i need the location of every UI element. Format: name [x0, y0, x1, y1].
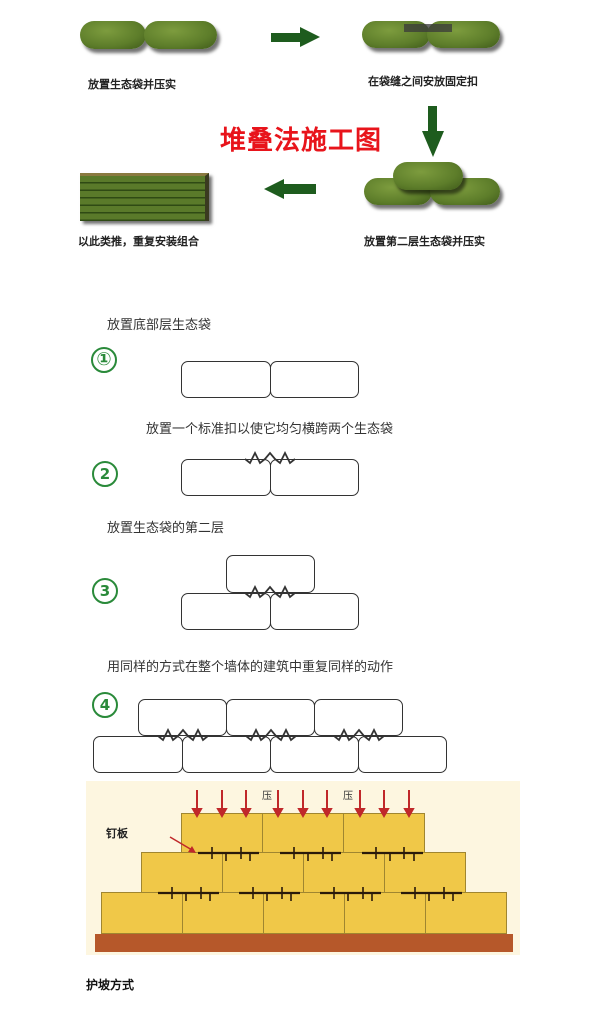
- slope-protection-diagram: 压 压 钉板: [86, 781, 520, 955]
- step4-text: 用同样的方式在整个墙体的建筑中重复同样的动作: [107, 660, 394, 675]
- fixing-buckle-icon: [404, 24, 452, 32]
- bag-block: [101, 892, 183, 934]
- step1-caption: 放置生态袋并压实: [88, 78, 176, 91]
- bag-block: [303, 852, 385, 893]
- step4-caption: 以此类推，重复安装组合: [78, 235, 199, 248]
- bag-outline: [270, 593, 359, 630]
- bag-block: [182, 892, 264, 934]
- bag-block: [425, 892, 507, 934]
- step2-text: 放置一个标准扣以使它均匀横跨两个生态袋: [146, 422, 394, 437]
- arrow-down-icon: [428, 106, 437, 132]
- arrow-left-icon: [283, 184, 316, 194]
- bag-block: [344, 892, 426, 934]
- bag-outline: [270, 361, 359, 398]
- buckle-icon: [245, 451, 295, 465]
- bag-block: [181, 813, 263, 853]
- nail-plate-label: 钉板: [106, 827, 128, 840]
- step1-text: 放置底部层生态袋: [107, 318, 212, 333]
- step-number-4: 4: [92, 692, 118, 718]
- step3-caption: 放置第二层生态袋并压实: [364, 235, 485, 248]
- arrow-right-icon: [271, 33, 301, 42]
- bag-outline: [358, 736, 447, 773]
- eco-bag-wall: [80, 173, 209, 221]
- buckle-icon: [158, 728, 208, 742]
- press-arrows-icon: [191, 790, 415, 819]
- bag-outline: [181, 593, 271, 630]
- bag-block: [343, 813, 425, 853]
- step-number-3: 3: [92, 578, 118, 604]
- bag-outline: [270, 736, 359, 773]
- bag-outline: [181, 361, 271, 398]
- footer-caption: 护坡方式: [86, 978, 135, 992]
- nail-plates-icon: [158, 847, 462, 901]
- figure-title: 堆叠法施工图: [220, 126, 383, 156]
- press-label: 压: [262, 791, 272, 802]
- step-number-2: 2: [92, 461, 118, 487]
- buckle-icon: [246, 728, 296, 742]
- bag-outline: [270, 459, 359, 496]
- eco-bag-top: [393, 162, 463, 190]
- ground-base: [95, 934, 513, 952]
- bag-outline: [93, 736, 183, 773]
- press-label: 压: [343, 791, 353, 802]
- arrow-down-head-icon: [422, 131, 444, 157]
- pointer-arrow-icon: [169, 836, 196, 853]
- bag-outline: [181, 459, 271, 496]
- step-number-1: ①: [91, 347, 117, 373]
- arrow-left-head-icon: [264, 179, 284, 199]
- step3-text: 放置生态袋的第二层: [107, 521, 225, 536]
- bag-outline: [182, 736, 271, 773]
- bag-block: [263, 892, 345, 934]
- eco-bag-left: [80, 21, 146, 49]
- buckle-icon: [334, 728, 384, 742]
- buckle-icon: [245, 585, 295, 599]
- eco-bag-right: [144, 21, 217, 49]
- step2-caption: 在袋缝之间安放固定扣: [368, 75, 478, 88]
- arrow-right-head-icon: [300, 27, 320, 47]
